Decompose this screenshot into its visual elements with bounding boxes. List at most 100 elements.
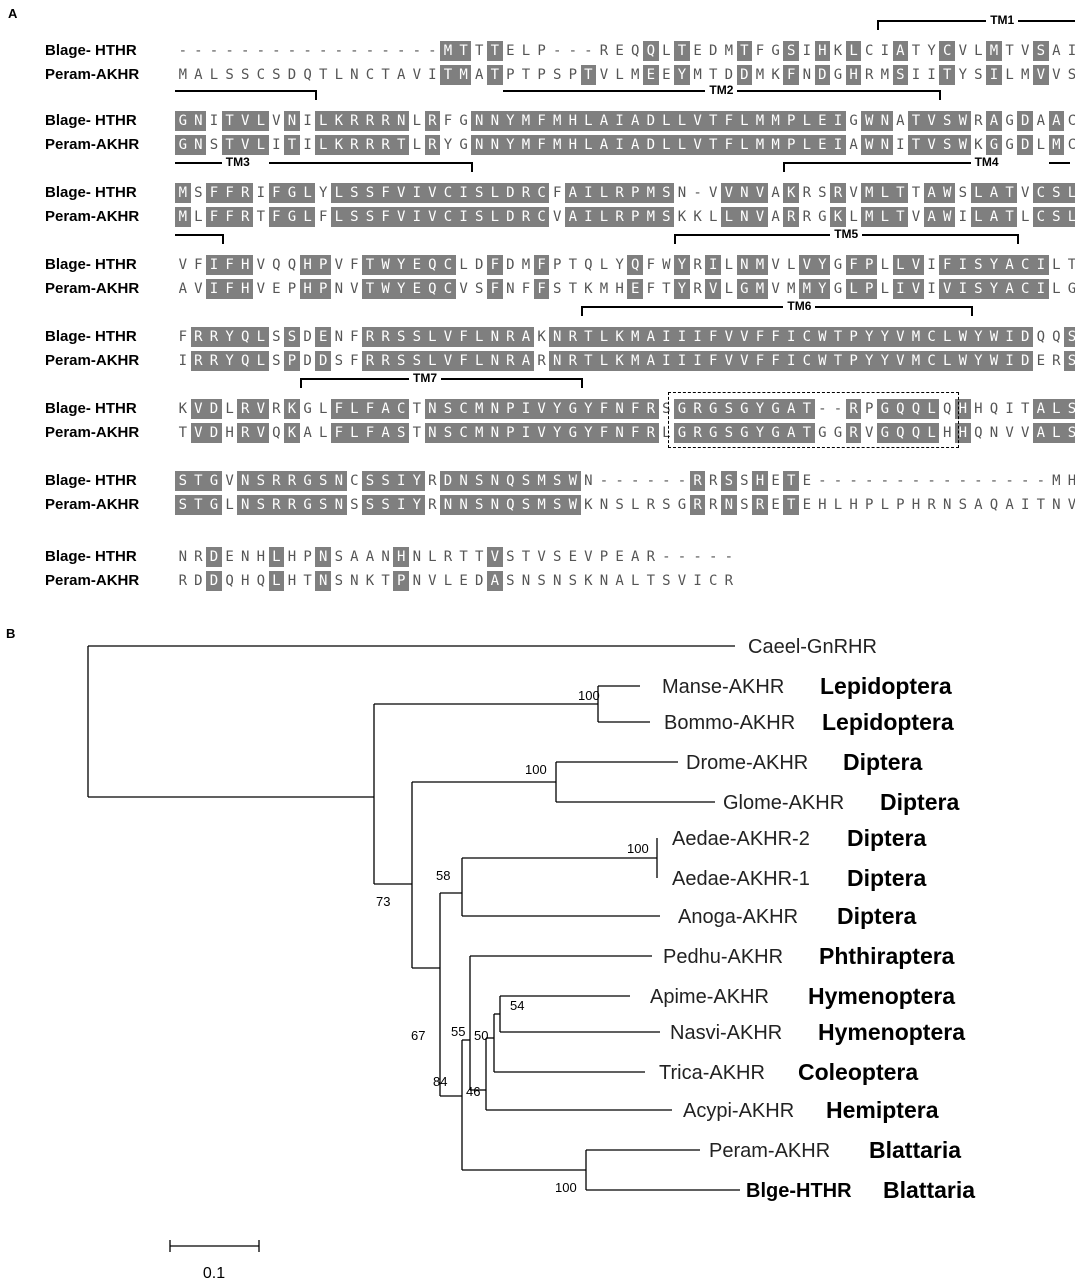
residue: I	[955, 279, 971, 299]
residue: I	[783, 327, 799, 347]
residue: M	[471, 423, 487, 443]
residue: T	[674, 41, 690, 61]
residue: P	[783, 111, 799, 131]
residue: M	[861, 207, 877, 227]
residue: L	[939, 351, 955, 371]
residue: V	[721, 351, 737, 371]
residue: L	[974, 43, 983, 59]
residue: Q	[424, 279, 441, 299]
residue: L	[580, 111, 597, 131]
residue: L	[471, 327, 487, 347]
residue: A	[643, 327, 659, 347]
sequence-name: Peram-AKHR	[45, 424, 140, 441]
residue: S	[662, 497, 671, 513]
residue: C	[864, 43, 874, 59]
residue: T	[568, 257, 578, 273]
residue: N	[487, 111, 503, 131]
residue: P	[393, 571, 409, 591]
panel-b-label: B	[6, 626, 16, 641]
residue: M	[627, 327, 643, 347]
residue: R	[643, 399, 659, 419]
residue: S	[315, 471, 331, 491]
residue: G	[284, 183, 300, 203]
residue: N	[350, 573, 359, 589]
residue: D	[206, 547, 222, 567]
residue: V	[911, 209, 921, 225]
residue: I	[927, 67, 936, 83]
residue: I	[611, 135, 628, 155]
residue: R	[377, 111, 394, 131]
residue: G	[767, 423, 784, 443]
residue: M	[627, 351, 643, 371]
residue: Y	[674, 255, 690, 275]
taxon-label: Apime-AKHR	[650, 986, 769, 1008]
residue: F	[350, 257, 359, 273]
residue: I	[674, 327, 690, 347]
residue: I	[1020, 497, 1030, 513]
residue: S	[393, 351, 409, 371]
residue: -	[896, 473, 905, 489]
residue: V	[892, 327, 909, 347]
residue: L	[786, 257, 796, 273]
residue: K	[611, 327, 628, 347]
residue: Q	[272, 425, 281, 441]
residue: R	[783, 207, 799, 227]
residue: S	[362, 495, 378, 515]
residue: -	[381, 43, 390, 59]
residue: F	[752, 351, 768, 371]
residue: S	[393, 327, 409, 347]
residue: G	[206, 495, 222, 515]
residue: L	[833, 497, 843, 513]
residue: M	[767, 135, 784, 155]
residue: Q	[892, 399, 909, 419]
residue: L	[662, 43, 671, 59]
order-label: Diptera	[847, 825, 926, 851]
residue: E	[459, 573, 468, 589]
residue: L	[225, 401, 234, 417]
residue: S	[537, 573, 546, 589]
residue: Q	[974, 425, 983, 441]
residue: V	[599, 67, 609, 83]
residue: V	[424, 183, 441, 203]
residue: N	[315, 547, 331, 567]
residue: M	[643, 207, 659, 227]
residue: S	[662, 573, 671, 589]
residue: P	[896, 497, 905, 513]
residue: F	[627, 399, 643, 419]
residue: D	[206, 423, 222, 443]
residue: G	[459, 137, 468, 153]
residue: N	[584, 473, 593, 489]
residue: L	[1048, 423, 1065, 443]
residue: E	[506, 43, 515, 59]
residue: R	[377, 135, 394, 155]
taxon-label: Pedhu-AKHR	[663, 946, 783, 968]
residue: K	[830, 207, 846, 227]
tm-label: TM7	[409, 372, 441, 384]
residue: V	[537, 549, 546, 565]
residue: T	[487, 41, 503, 61]
residue: L	[880, 497, 890, 513]
residue: I	[1067, 43, 1075, 59]
residue: C	[440, 207, 456, 227]
residue: S	[1033, 41, 1049, 61]
residue: N	[942, 497, 952, 513]
residue: V	[923, 135, 940, 155]
residue: T	[830, 327, 846, 347]
residue: R	[206, 327, 222, 347]
residue: S	[1048, 207, 1065, 227]
order-label: Diptera	[843, 749, 922, 775]
residue: N	[877, 111, 893, 131]
residue: I	[580, 207, 597, 227]
residue: N	[611, 399, 628, 419]
residue: V	[1067, 497, 1075, 513]
residue: M	[455, 65, 472, 85]
residue: T	[362, 279, 378, 299]
residue: H	[942, 425, 952, 441]
residue: I	[580, 183, 597, 203]
sequence-name: Blage- HTHR	[45, 548, 137, 565]
residue: T	[1005, 43, 1014, 59]
